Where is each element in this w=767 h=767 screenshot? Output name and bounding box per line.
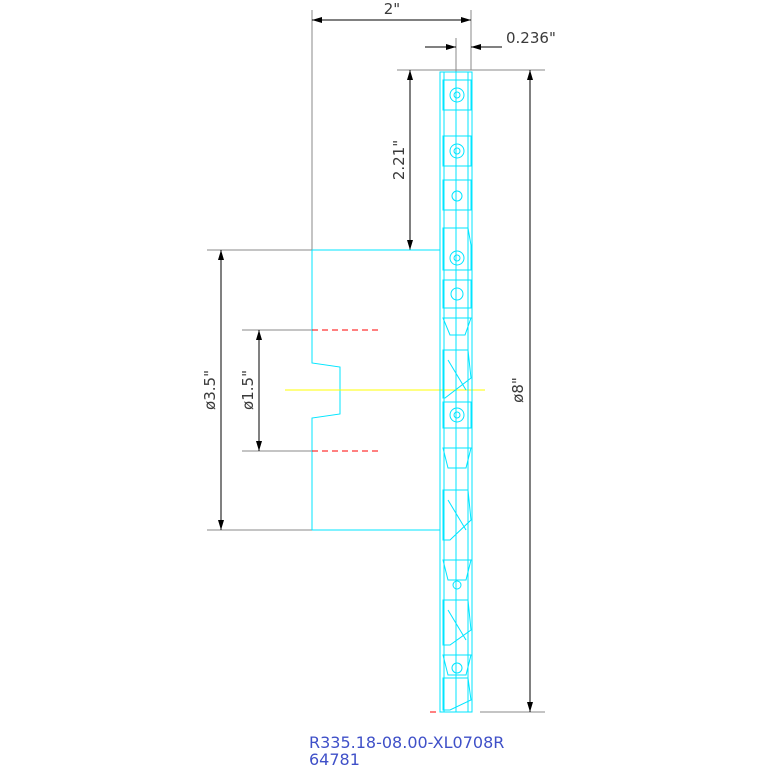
dim-cutter-diameter-text: ø8": [509, 377, 527, 403]
insert-pocket-5: [442, 279, 472, 309]
insert-pocket-8: [442, 401, 472, 429]
dim-width-text: 2": [384, 0, 400, 18]
insert-pocket-10: [442, 489, 472, 541]
insert-pocket-13: [442, 654, 472, 676]
insert-pocket-6: [442, 317, 472, 336]
insert-pocket-12: [442, 599, 472, 646]
drawing-number: 64781: [309, 750, 360, 767]
insert-pocket-7: [442, 349, 472, 399]
cutter-body: [439, 71, 473, 713]
insert-pocket-14: [442, 677, 472, 711]
insert-pocket-9: [442, 447, 472, 469]
dim-offset-text: 2.21": [390, 140, 408, 180]
insert-pocket-2: [442, 135, 472, 167]
part-number: R335.18-08.00-XL0708R: [309, 733, 504, 752]
dim-bore-diameter-text: ø1.5": [239, 370, 257, 410]
insert-pocket-4: [442, 227, 472, 271]
dim-hub-diameter-text: ø3.5": [201, 370, 219, 410]
dim-insert-width-text: 0.236": [506, 29, 556, 47]
insert-pocket-11: [442, 559, 472, 590]
dimension-lines: [218, 17, 533, 712]
insert-pocket-3: [442, 179, 472, 211]
extension-lines: [207, 10, 545, 713]
insert-pocket-1: [442, 79, 472, 111]
